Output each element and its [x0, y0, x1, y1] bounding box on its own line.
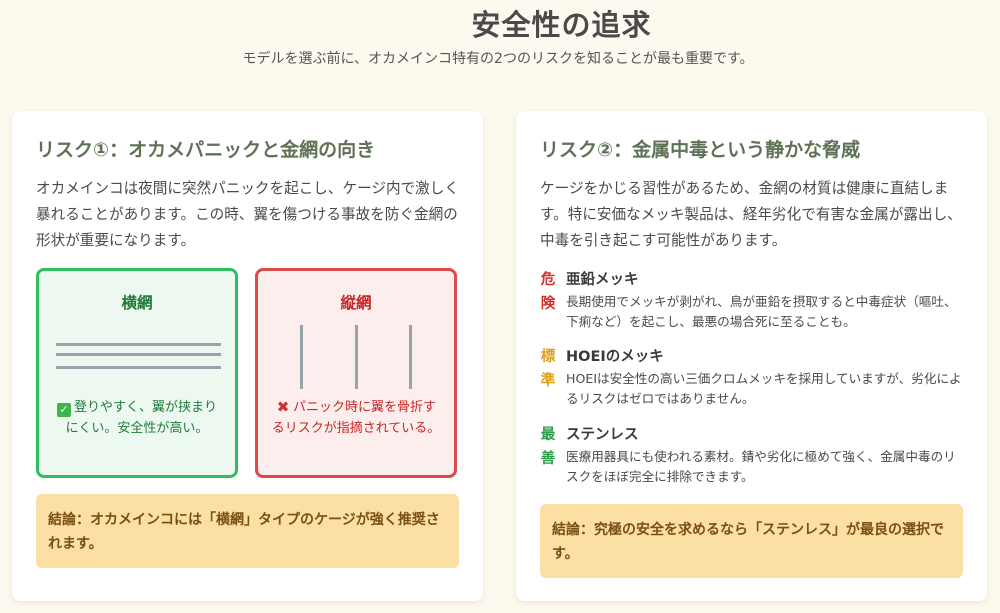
risk-level-badge: 標準 — [540, 349, 556, 389]
horizontal-mesh-option: 横網 ✓登りやすく、翼が挟まりにくい。安全性が高い。 — [36, 268, 238, 478]
horizontal-mesh-note-text: 登りやすく、翼が挟まりにくい。安全性が高い。 — [65, 400, 217, 436]
risk2-card: リスク②：金属中毒という静かな脅威 ケージをかじる習性があるため、金網の材質は健… — [516, 111, 987, 601]
cross-mark-icon: ✖ — [276, 398, 290, 416]
vertical-mesh-note-text: パニック時に翼を骨折するリスクが指摘されている。 — [271, 400, 441, 436]
horizontal-bar-2 — [56, 353, 221, 356]
horizontal-bar-1 — [56, 343, 221, 346]
risk-item-desc: 長期使用でメッキが剥がれ、鳥が亜鉛を摂取すると中毒症状（嘔吐、下痢など）を起こし… — [566, 294, 957, 329]
vertical-mesh-title: 縦網 — [340, 294, 372, 312]
page-subtitle: モデルを選ぶ前に、オカメインコ特有の2つのリスクを知ることが最も重要です。 — [242, 51, 754, 67]
page-title: 安全性の追求 — [471, 8, 652, 42]
risk-item-name: HOEIのメッキ — [566, 349, 664, 365]
horizontal-mesh-title: 横網 — [121, 294, 153, 312]
vertical-bar-3 — [409, 325, 412, 389]
risk-item-name: 亜鉛メッキ — [566, 272, 639, 288]
horizontal-bar-3 — [56, 366, 221, 369]
risk-item-desc: HOEIは安全性の高い三価クロムメッキを採用していますが、劣化によるリスクはゼロ… — [566, 371, 962, 406]
vertical-mesh-option: 縦網 ✖パニック時に翼を骨折するリスクが指摘されている。 — [255, 268, 457, 478]
check-mark-icon: ✓ — [56, 403, 71, 417]
risk1-body: オカメインコは夜間に突然パニックを起こし、ケージ内で激しく暴れることがあります。… — [36, 180, 459, 249]
risk1-title: リスク①：オカメパニックと金網の向き — [36, 139, 376, 161]
risk-level-badge: 最善 — [540, 427, 556, 467]
risk2-title: リスク②：金属中毒という静かな脅威 — [540, 139, 861, 161]
risk2-body: ケージをかじる習性があるため、金網の材質は健康に直結します。特に安価なメッキ製品… — [540, 180, 962, 249]
vertical-mesh-note: ✖パニック時に翼を骨折するリスクが指摘されている。 — [270, 397, 442, 439]
risk2-conclusion: 結論：究極の安全を求めるなら「ステンレス」が最良の選択です。 — [540, 504, 963, 578]
risk-item-name: ステンレス — [566, 427, 639, 443]
vertical-bar-2 — [355, 325, 358, 389]
vertical-bar-1 — [300, 325, 303, 389]
horizontal-mesh-note: ✓登りやすく、翼が挟まりにくい。安全性が高い。 — [51, 397, 223, 439]
risk-item-desc: 医療用器具にも使われる素材。錆や劣化に極めて強く、金属中毒のリスクをほぼ完全に排… — [566, 449, 956, 484]
risk1-card: リスク①：オカメパニックと金網の向き オカメインコは夜間に突然パニックを起こし、… — [12, 111, 483, 601]
risk1-conclusion: 結論：オカメインコには「横網」タイプのケージが強く推奨されます。 — [36, 494, 459, 568]
risk-level-badge: 危険 — [540, 272, 556, 312]
